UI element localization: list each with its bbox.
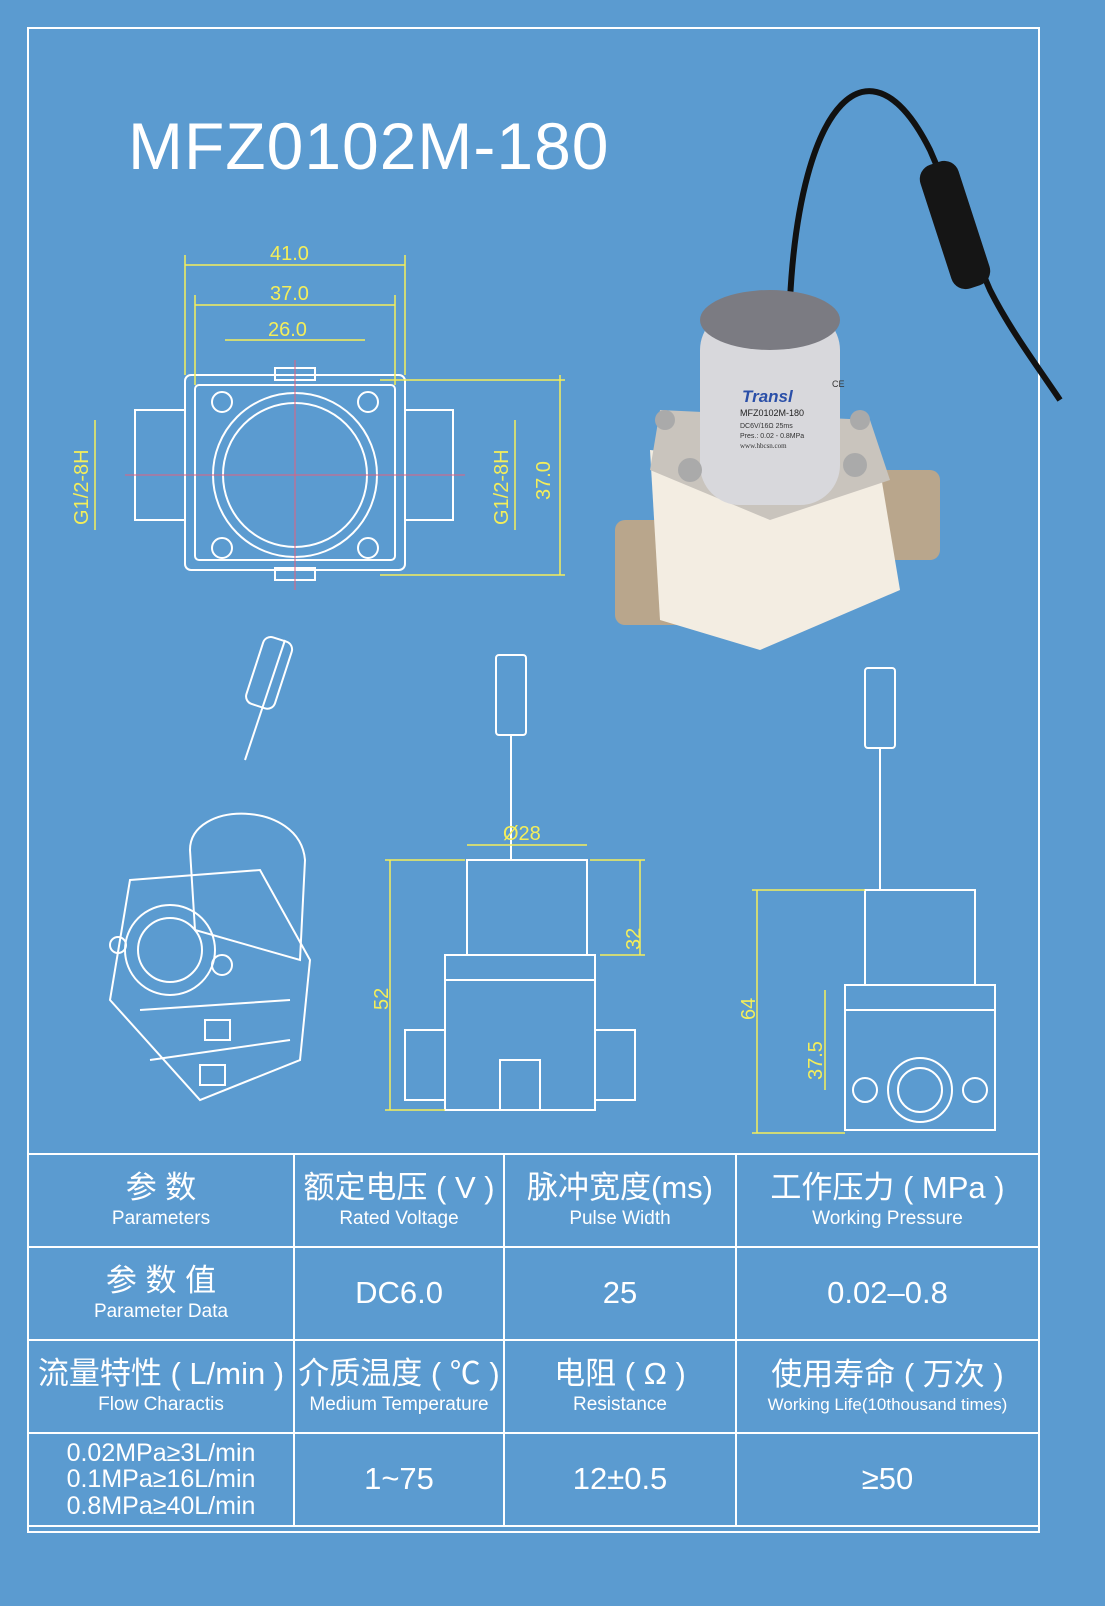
svg-text:www.hbcsn.com: www.hbcsn.com: [740, 442, 787, 450]
dim-thread-left: G1/2-8H: [71, 449, 93, 525]
dim-64: 64: [738, 998, 760, 1020]
table-cell: 流量特性 ( L/min )Flow Charactis: [27, 1339, 295, 1434]
working-life-value: ≥50: [735, 1432, 1040, 1527]
dim-41: 41.0: [270, 243, 309, 265]
front-view-drawing: [404, 654, 636, 1111]
table-cell: 脉冲宽度(ms)Pulse Width: [503, 1153, 737, 1248]
table-cell: 介质温度 ( ℃ )Medium Temperature: [293, 1339, 505, 1434]
technical-drawings: 41.0 37.0 26.0 G1/2-8H G1/2-8H 37.0 Tran…: [71, 88, 1063, 1134]
dim-37-width: 37.0: [270, 283, 309, 305]
isometric-view-drawing: [108, 636, 312, 1102]
dim-thread-right: G1/2-8H: [491, 449, 513, 525]
resistance-value: 12±0.5: [503, 1432, 737, 1527]
page-title: MFZ0102M-180: [128, 109, 610, 183]
svg-text:MFZ0102M-180: MFZ0102M-180: [740, 408, 804, 418]
svg-text:Transl: Transl: [742, 387, 794, 406]
svg-text:CE: CE: [832, 379, 845, 389]
temperature-value: 1~75: [293, 1432, 505, 1527]
svg-text:Pres.: 0.02 - 0.8MPa: Pres.: 0.02 - 0.8MPa: [740, 433, 804, 440]
table-cell: 工作压力 ( MPa )Working Pressure: [735, 1153, 1040, 1248]
rated-voltage-value: DC6.0: [293, 1246, 505, 1341]
dim-37-5: 37.5: [805, 1041, 827, 1080]
dim-37-height: 37.0: [533, 461, 555, 500]
page-frame: [27, 27, 1040, 1533]
top-dimension-lines: [94, 255, 565, 576]
product-photo: [615, 88, 1063, 650]
top-view-drawing: [125, 360, 465, 590]
side-dimension-lines: [752, 889, 865, 1134]
dim-diameter-28: Ø28: [503, 823, 541, 845]
dim-26: 26.0: [268, 319, 307, 341]
dim-52: 52: [371, 988, 393, 1010]
svg-text:DC6V/16Ω 25ms: DC6V/16Ω 25ms: [740, 423, 793, 430]
pulse-width-value: 25: [503, 1246, 737, 1341]
side-view-drawing: [844, 667, 996, 1131]
table-cell: 电阻 ( Ω )Resistance: [503, 1339, 737, 1434]
table-cell: 额定电压 ( V )Rated Voltage: [293, 1153, 505, 1248]
working-pressure-value: 0.02–0.8: [735, 1246, 1040, 1341]
table-cell: 使用寿命 ( 万次 )Working Life(10thousand times…: [735, 1339, 1040, 1434]
dim-32: 32: [623, 928, 645, 950]
front-dimension-lines: [385, 844, 645, 1111]
product-label: Transl MFZ0102M-180 DC6V/16Ω 25ms Pres.:…: [740, 379, 845, 450]
table-row: 流量特性 ( L/min )Flow Charactis 介质温度 ( ℃ )M…: [27, 1339, 1040, 1434]
